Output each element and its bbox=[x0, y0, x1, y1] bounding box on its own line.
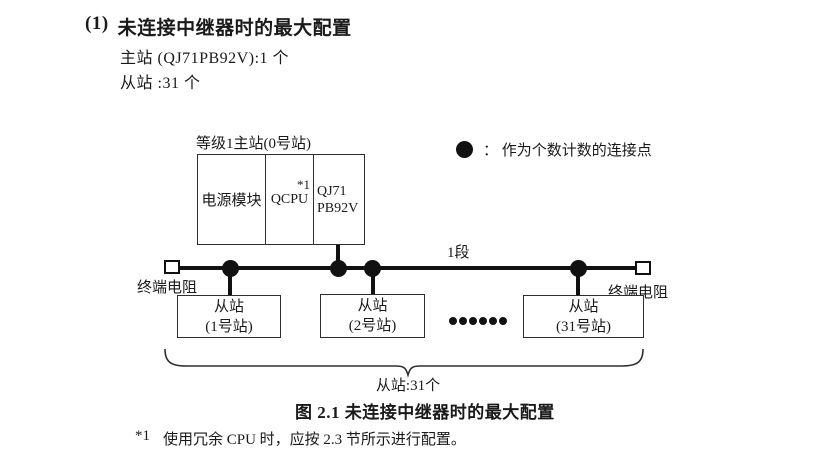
slave-station-1-label: 从站 bbox=[213, 298, 244, 315]
section-number: (1) bbox=[85, 13, 109, 34]
slave-station-2-number: (2号站) bbox=[348, 318, 397, 334]
connection-dot-icon bbox=[222, 260, 239, 277]
master-count-line: 主站 (QJ71PB92V):1 个 bbox=[120, 50, 290, 67]
figure-caption: 图 2.1 未连接中继器时的最大配置 bbox=[295, 403, 555, 422]
legend: ： 作为个数计数的连接点 bbox=[456, 139, 652, 160]
master-drop-line bbox=[336, 245, 340, 267]
slave-total-label: 从站:31个 bbox=[375, 378, 441, 394]
footnote: *1 使用冗余 CPU 时，应按 2.3 节所示进行配置。 bbox=[135, 428, 466, 449]
footnote-marker: *1 bbox=[135, 428, 150, 444]
terminating-resistor-left-label: 终端电阻 bbox=[137, 280, 198, 296]
pb92v-module-label-line1: QJ71 bbox=[317, 183, 347, 199]
power-supply-module-label: 电源模块 bbox=[201, 193, 262, 209]
cpu-module: *1 QCPU bbox=[266, 155, 314, 244]
slave1-drop-line bbox=[228, 269, 232, 295]
connection-dot-icon bbox=[570, 260, 587, 277]
connection-dot-icon bbox=[330, 260, 347, 277]
cpu-module-label: QCPU bbox=[270, 191, 309, 207]
continuation-dots-icon bbox=[449, 317, 507, 325]
bus-line bbox=[172, 266, 638, 270]
section-heading: (1) 未连接中继器时的最大配置 bbox=[85, 13, 352, 40]
slave-station-1-number: (1号站) bbox=[205, 318, 253, 335]
terminating-resistor-right-icon bbox=[635, 261, 651, 275]
slave2-drop-line bbox=[371, 269, 375, 295]
master-station-box: 电源模块 *1 QCPU QJ71 PB92V bbox=[197, 154, 365, 245]
footnote-text: 使用冗余 CPU 时，应按 2.3 节所示进行配置。 bbox=[163, 432, 466, 448]
connection-dot-icon bbox=[364, 260, 381, 277]
segment-label: 1段 bbox=[447, 245, 470, 261]
slave-station-2-box: 从站 (2号站) bbox=[320, 294, 425, 338]
terminating-resistor-left-icon bbox=[164, 260, 180, 274]
slave31-drop-line bbox=[576, 269, 580, 295]
power-supply-module: 电源模块 bbox=[198, 155, 266, 244]
cpu-footnote-marker: *1 bbox=[297, 177, 310, 192]
slave-count-line: 从站 :31 个 bbox=[120, 75, 201, 92]
connection-dot-icon bbox=[456, 141, 473, 158]
pb92v-module: QJ71 PB92V bbox=[314, 155, 364, 244]
legend-label: ： 作为个数计数的连接点 bbox=[483, 143, 652, 159]
section-title: 未连接中继器时的最大配置 bbox=[117, 18, 352, 39]
master-station-label: 等级1主站(0号站) bbox=[196, 136, 311, 152]
slave-station-1-box: 从站 (1号站) bbox=[177, 295, 281, 338]
slave-station-31-label: 从站 bbox=[568, 298, 599, 315]
slave-station-31-box: 从站 (31号站) bbox=[523, 295, 644, 338]
slave-group-brace bbox=[164, 348, 644, 378]
slave-station-31-number: (31号站) bbox=[556, 318, 611, 335]
pb92v-module-label-line2: PB92V bbox=[317, 200, 359, 216]
slave-station-2-label: 从站 bbox=[357, 298, 388, 314]
